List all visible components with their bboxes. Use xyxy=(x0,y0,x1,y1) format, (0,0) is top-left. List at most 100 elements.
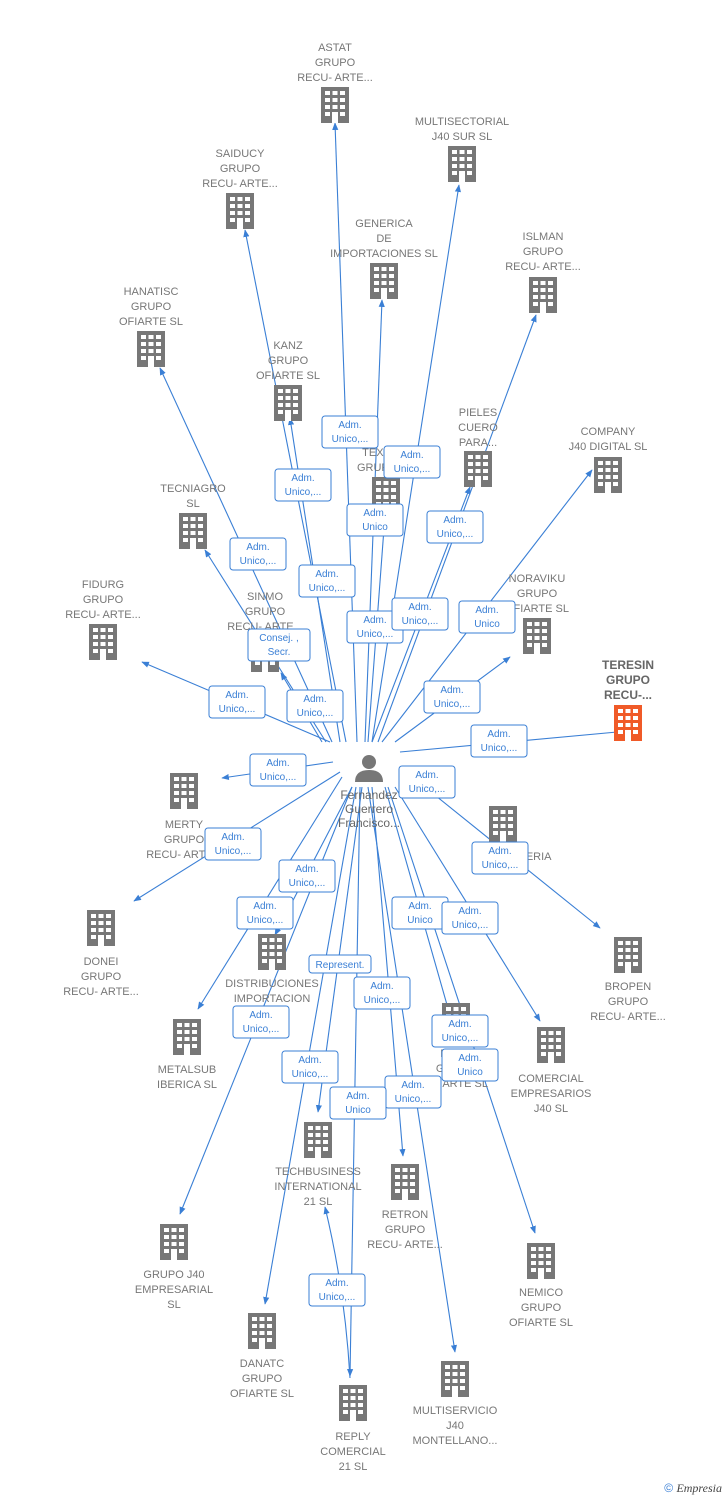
building-icon xyxy=(304,1122,332,1158)
role-tag[interactable]: Adm.Unico xyxy=(441,1048,499,1082)
building-icon xyxy=(529,277,557,313)
company-label: 21 SL xyxy=(339,1461,368,1473)
company-label: EMPRESARIAL xyxy=(135,1284,213,1296)
building-icon xyxy=(248,1313,276,1349)
role-tag-text: Unico xyxy=(345,1105,371,1116)
role-tag[interactable]: Adm.Unico,... xyxy=(204,827,262,861)
role-tag[interactable]: Adm.Unico,... xyxy=(274,468,332,502)
role-tag[interactable]: Adm.Unico xyxy=(346,503,404,537)
role-tag-box xyxy=(281,1050,339,1084)
role-tag[interactable]: Adm.Unico,... xyxy=(298,564,356,598)
building-icon xyxy=(370,263,398,299)
role-tag[interactable]: Adm.Unico,... xyxy=(281,1050,339,1084)
role-tag-box xyxy=(229,537,287,571)
role-tag[interactable]: Adm.Unico,... xyxy=(236,896,294,930)
role-tag[interactable]: Adm.Unico,... xyxy=(286,689,344,723)
footer-credit: © Empresia xyxy=(664,1481,722,1496)
role-tag[interactable]: Adm.Unico,... xyxy=(391,597,449,631)
company-label: EMPRESARIOS xyxy=(511,1088,592,1100)
role-tag[interactable]: Adm.Unico,... xyxy=(423,680,481,714)
company-label: NORAVIKU xyxy=(509,573,566,585)
role-tag[interactable]: Adm.Unico,... xyxy=(441,901,499,935)
company-node-multiservicio[interactable]: MULTISERVICIOJ40MONTELLANO... xyxy=(413,1361,498,1447)
role-tag[interactable]: Adm.Unico,... xyxy=(229,537,287,571)
company-label: OFIARTE SL xyxy=(509,1317,573,1329)
role-tag-text: Adm. xyxy=(401,1080,424,1091)
company-node-pieles[interactable]: PIELESCUEROPARA... xyxy=(458,407,498,487)
role-tag[interactable]: Adm.Unico,... xyxy=(232,1005,290,1039)
role-tag[interactable]: Adm.Unico,... xyxy=(321,415,379,449)
role-tag[interactable]: Adm.Unico xyxy=(391,896,449,930)
role-tag-text: Unico,... xyxy=(357,629,394,640)
role-tag[interactable]: Adm. Unico,... xyxy=(278,859,336,893)
company-label: OFIARTE SL xyxy=(256,370,320,382)
person-name-line-1: Fernandez xyxy=(340,788,397,802)
company-label: J40 xyxy=(446,1420,464,1432)
role-tag[interactable]: Consej. ,Secr. xyxy=(247,628,311,662)
role-tag[interactable]: Adm.Unico,... xyxy=(308,1273,366,1307)
role-tag[interactable]: Adm.Unico xyxy=(329,1086,387,1120)
company-node-teresin[interactable]: TERESINGRUPORECU-... xyxy=(602,658,654,741)
role-tag[interactable]: Adm.Unico,... xyxy=(383,445,441,479)
role-tag-text: Adm. xyxy=(325,1278,348,1289)
role-tag[interactable]: Adm.Unico,... xyxy=(431,1014,489,1048)
building-icon xyxy=(258,934,286,970)
company-label: ASTAT xyxy=(318,42,352,54)
company-label: SAIDUCY xyxy=(216,148,266,160)
role-tag-text: Unico,... xyxy=(289,878,326,889)
person-name-line-2: Guerrero xyxy=(345,802,393,816)
role-tag[interactable]: Adm.Unico,... xyxy=(208,685,266,719)
role-tag[interactable]: Represent. xyxy=(308,954,372,974)
role-tag-box xyxy=(321,415,379,449)
building-icon xyxy=(614,937,642,973)
role-tag[interactable]: Adm.Unico,... xyxy=(384,1075,442,1109)
company-label: GRUPO xyxy=(523,246,564,258)
person-icon xyxy=(355,755,383,782)
brand-name[interactable]: Empresia xyxy=(676,1481,722,1495)
role-tag[interactable]: Adm.Unico,... xyxy=(426,510,484,544)
company-label: GRUPO xyxy=(83,594,124,606)
role-tag-text: Adm. xyxy=(246,542,269,553)
company-label: TERESIN xyxy=(602,658,654,672)
role-tag[interactable]: Adm.Unico,... xyxy=(249,753,307,787)
company-label: MONTELLANO... xyxy=(413,1435,498,1447)
role-tag[interactable]: Adm.Unico,... xyxy=(470,724,528,758)
role-tag-text: Adm. xyxy=(295,864,318,875)
role-tag-text: Adm. xyxy=(408,901,431,912)
role-tag[interactable]: Adm.Unico xyxy=(458,600,516,634)
role-tag-box xyxy=(441,901,499,935)
role-tag[interactable]: Adm.Unico,... xyxy=(353,976,411,1010)
role-tag-text: Adm. xyxy=(408,602,431,613)
edge-24 xyxy=(179,786,353,1215)
building-icon xyxy=(441,1361,469,1397)
role-tag[interactable]: Adm.Unico,... xyxy=(471,841,529,875)
person-node[interactable]: Fernandez Guerrero Francisco... xyxy=(338,755,400,830)
role-tag-text: Adm. xyxy=(291,473,314,484)
role-tag[interactable]: Adm.Unico,... xyxy=(398,765,456,799)
role-tag[interactable]: Adm.Unico,... xyxy=(346,610,404,644)
role-tag-text: Adm. xyxy=(338,420,361,431)
building-icon xyxy=(537,1027,565,1063)
